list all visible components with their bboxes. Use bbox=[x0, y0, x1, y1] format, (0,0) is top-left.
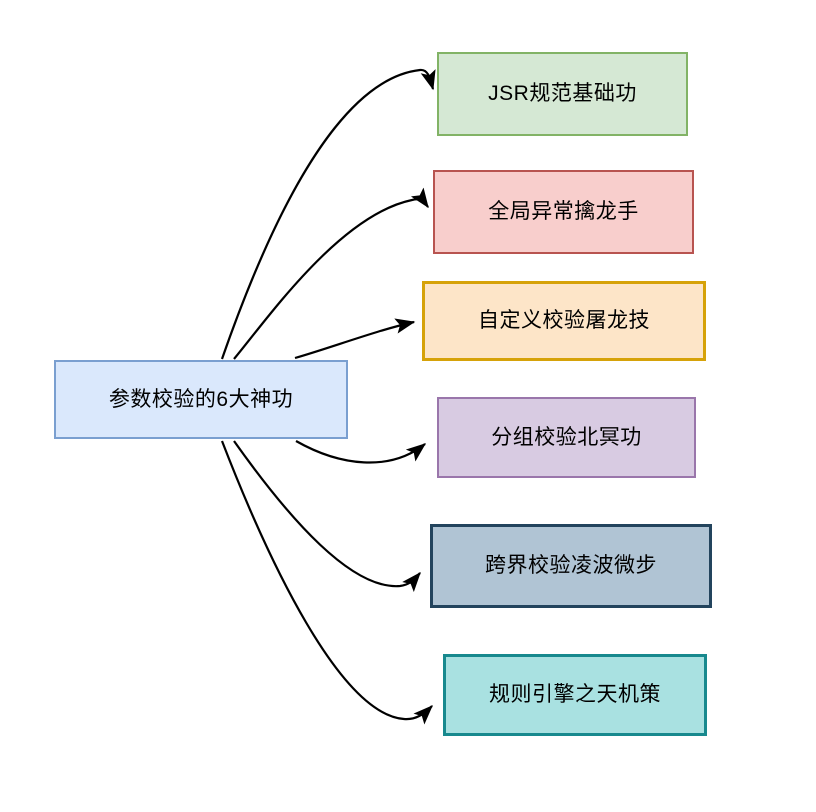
edge-source-to-rule-engine bbox=[220, 440, 433, 725]
edge-source-to-custom-validation bbox=[294, 318, 416, 360]
node-cross-field-label: 跨界校验凌波微步 bbox=[485, 554, 657, 578]
edge-source-to-group-validation bbox=[295, 440, 427, 464]
node-rule-engine[interactable]: 规则引擎之天机策 bbox=[443, 654, 707, 736]
node-jsr-label: JSR规范基础功 bbox=[488, 82, 637, 106]
node-rule-engine-label: 规则引擎之天机策 bbox=[489, 683, 661, 707]
edge-source-to-jsr bbox=[220, 68, 436, 360]
node-group-validation-label: 分组校验北冥功 bbox=[491, 425, 642, 449]
node-custom-validation-label: 自定义校验屠龙技 bbox=[478, 309, 650, 333]
edge-source-to-global-exception bbox=[233, 187, 429, 360]
node-source-label: 参数校验的6大神功 bbox=[108, 387, 294, 411]
node-group-validation[interactable]: 分组校验北冥功 bbox=[437, 397, 696, 478]
node-source[interactable]: 参数校验的6大神功 bbox=[54, 360, 348, 439]
node-global-exception[interactable]: 全局异常擒龙手 bbox=[433, 170, 694, 254]
edge-source-to-cross-field bbox=[233, 440, 421, 593]
node-custom-validation[interactable]: 自定义校验屠龙技 bbox=[422, 281, 706, 361]
node-cross-field[interactable]: 跨界校验凌波微步 bbox=[430, 524, 712, 608]
node-jsr[interactable]: JSR规范基础功 bbox=[437, 52, 688, 136]
node-global-exception-label: 全局异常擒龙手 bbox=[488, 200, 639, 224]
